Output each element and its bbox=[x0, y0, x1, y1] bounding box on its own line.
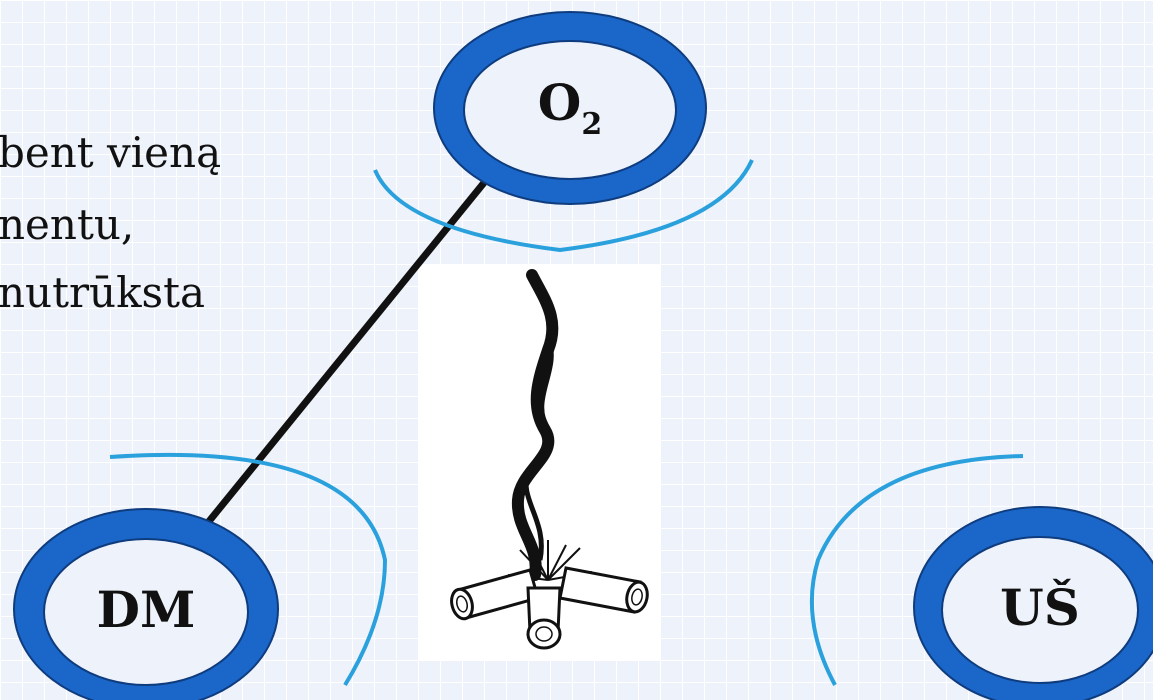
oxygen-subscript: 2 bbox=[581, 107, 603, 142]
oxygen-arc bbox=[373, 159, 754, 253]
oxygen-label: O2 bbox=[500, 78, 640, 140]
oxygen-symbol: O bbox=[537, 73, 582, 132]
fuel-label: DM bbox=[96, 580, 196, 639]
statement-line-2: nentu, bbox=[0, 200, 135, 249]
fuel-arc bbox=[109, 452, 388, 687]
fuel-node bbox=[13, 508, 279, 700]
connector-line bbox=[202, 159, 504, 529]
campfire-with-smoke-icon bbox=[418, 265, 660, 660]
ignition-node bbox=[913, 506, 1153, 700]
statement-line-1: bent vieną bbox=[0, 128, 222, 177]
oxygen-node bbox=[433, 11, 707, 205]
statement-line-3: nutrūksta bbox=[0, 268, 206, 317]
ignition-arc bbox=[809, 454, 1024, 686]
ignition-label: UŠ bbox=[1000, 578, 1080, 637]
